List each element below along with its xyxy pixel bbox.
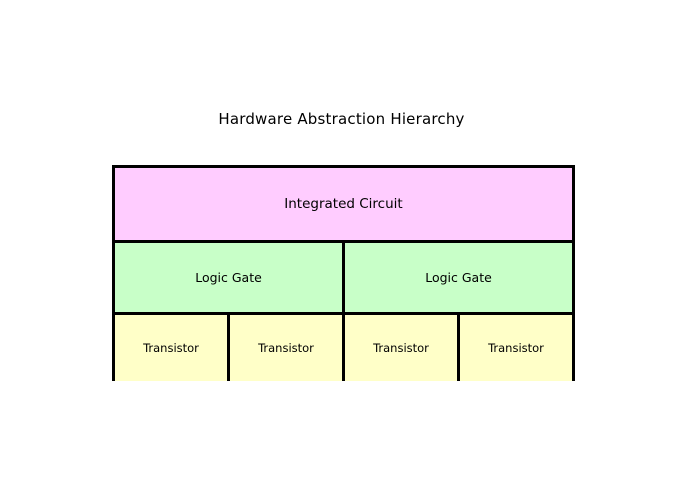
cell-transistor-2: Transistor [227, 315, 342, 381]
page-title: Hardware Abstraction Hierarchy [218, 110, 465, 128]
cell-transistor-4: Transistor [457, 315, 572, 381]
cell-logic-gate-2: Logic Gate [342, 243, 572, 312]
hierarchy-row-transistor: Transistor Transistor Transistor Transis… [115, 312, 572, 381]
cell-integrated-circuit: Integrated Circuit [115, 168, 572, 240]
hierarchy-row-integrated-circuit: Integrated Circuit [115, 168, 572, 240]
cell-logic-gate-1: Logic Gate [115, 243, 342, 312]
hardware-abstraction-hierarchy-diagram: Integrated Circuit Logic Gate Logic Gate… [112, 165, 575, 381]
cell-transistor-1: Transistor [115, 315, 227, 381]
hierarchy-row-logic-gate: Logic Gate Logic Gate [115, 240, 572, 312]
cell-transistor-3: Transistor [342, 315, 457, 381]
